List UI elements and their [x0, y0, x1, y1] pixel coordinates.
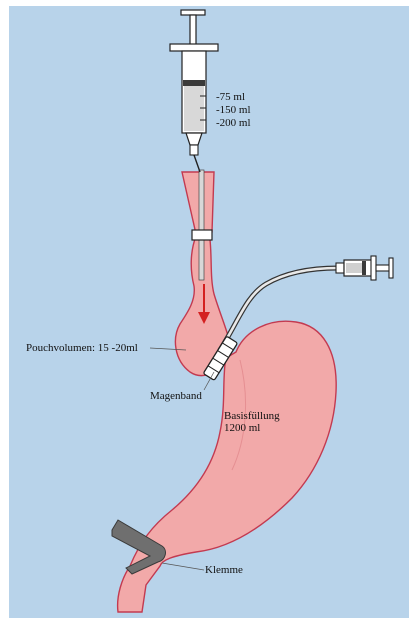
tube-connector: [192, 230, 212, 240]
syringe-plunger-top: [181, 10, 205, 15]
side-syringe-plunger: [376, 265, 390, 271]
gastric-band-label: Magenband: [150, 390, 202, 402]
syringe-plunger-seal: [183, 80, 205, 86]
clamp-label: Klemme: [205, 564, 243, 576]
side-syringe-plunger-top: [389, 258, 393, 278]
catheter: [199, 170, 204, 280]
syringe-scale-200: -200 ml: [216, 117, 251, 129]
side-syringe-fluid: [346, 263, 362, 273]
side-syringe-seal: [362, 261, 366, 275]
syringe-plunger-rod: [190, 15, 196, 47]
syringe-scale-75: -75 ml: [216, 91, 245, 103]
syringe-scale-150: -150 ml: [216, 104, 251, 116]
pouch-volume-label: Pouchvolumen: 15 -20ml: [26, 342, 138, 354]
syringe-needle-hub: [190, 145, 198, 155]
side-syringe-connector: [336, 263, 344, 273]
syringe-flange: [170, 44, 218, 51]
base-filling-label: Basisfüllung: [224, 410, 280, 422]
side-syringe-flange: [371, 256, 376, 280]
base-filling-volume: 1200 ml: [224, 422, 260, 434]
